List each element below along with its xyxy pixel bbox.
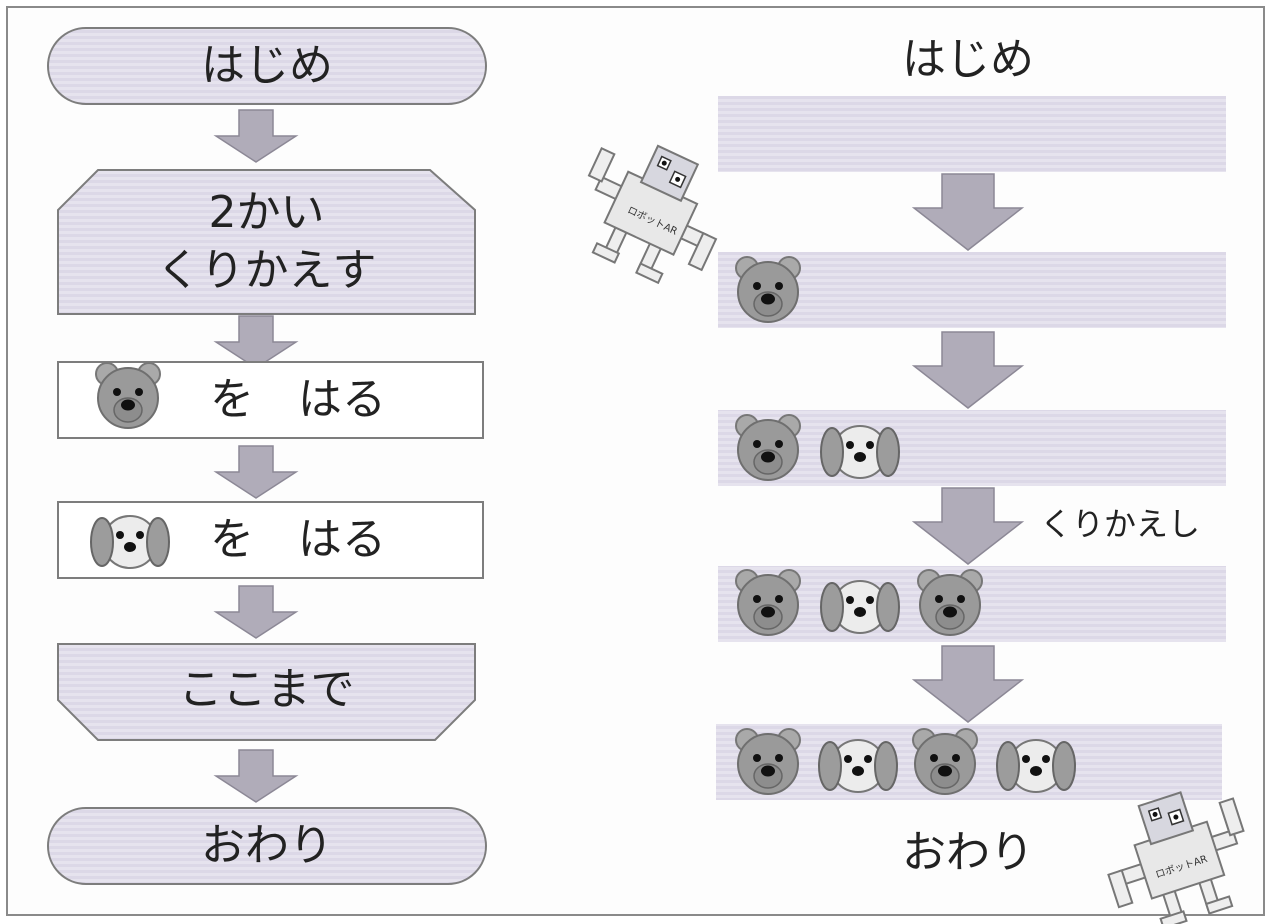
loop-end-shape — [57, 643, 476, 741]
step-arrow-4 — [913, 645, 1023, 723]
flow-arrow-3 — [215, 445, 297, 499]
start-terminal — [47, 27, 487, 105]
step-band-1 — [718, 96, 1226, 172]
dog-icon — [820, 580, 900, 634]
steps-end-label: おわり — [902, 826, 1034, 878]
step-arrow-1 — [913, 173, 1023, 251]
bear-icon — [912, 728, 978, 795]
flow-arrow-4 — [215, 585, 297, 639]
step2-label: を はる — [210, 513, 386, 565]
step-band-3 — [718, 410, 1226, 486]
step1-label: を はる — [210, 373, 386, 425]
step-arrow-3 — [913, 487, 1023, 565]
flow-arrow-1 — [215, 109, 297, 163]
flow-arrow-2 — [215, 315, 297, 369]
loop-end-label: ここまで — [178, 663, 355, 715]
bear-icon — [95, 362, 161, 429]
bear-icon — [735, 728, 801, 795]
dog-icon — [818, 739, 898, 793]
bear-icon — [735, 414, 801, 481]
robot-icon — [1107, 791, 1245, 924]
repeat-label: くりかえし — [1040, 504, 1201, 543]
flow-arrow-5 — [215, 749, 297, 803]
robot-icon — [587, 144, 718, 285]
dog-icon — [820, 425, 900, 479]
bear-icon — [735, 569, 801, 636]
bear-icon — [735, 256, 801, 323]
loop-start-shape — [57, 169, 476, 315]
step-arrow-2 — [913, 331, 1023, 409]
end-label: おわり — [201, 819, 333, 871]
bear-icon — [917, 569, 983, 636]
dog-icon — [996, 739, 1076, 793]
loop-count-label: 2かい — [208, 186, 325, 238]
dog-icon — [90, 515, 170, 569]
step-band-2 — [718, 252, 1226, 328]
start-label: はじめ — [201, 39, 333, 91]
steps-start-label: はじめ — [902, 33, 1034, 85]
end-terminal — [47, 807, 487, 885]
loop-repeat-label: くりかえす — [156, 244, 377, 296]
